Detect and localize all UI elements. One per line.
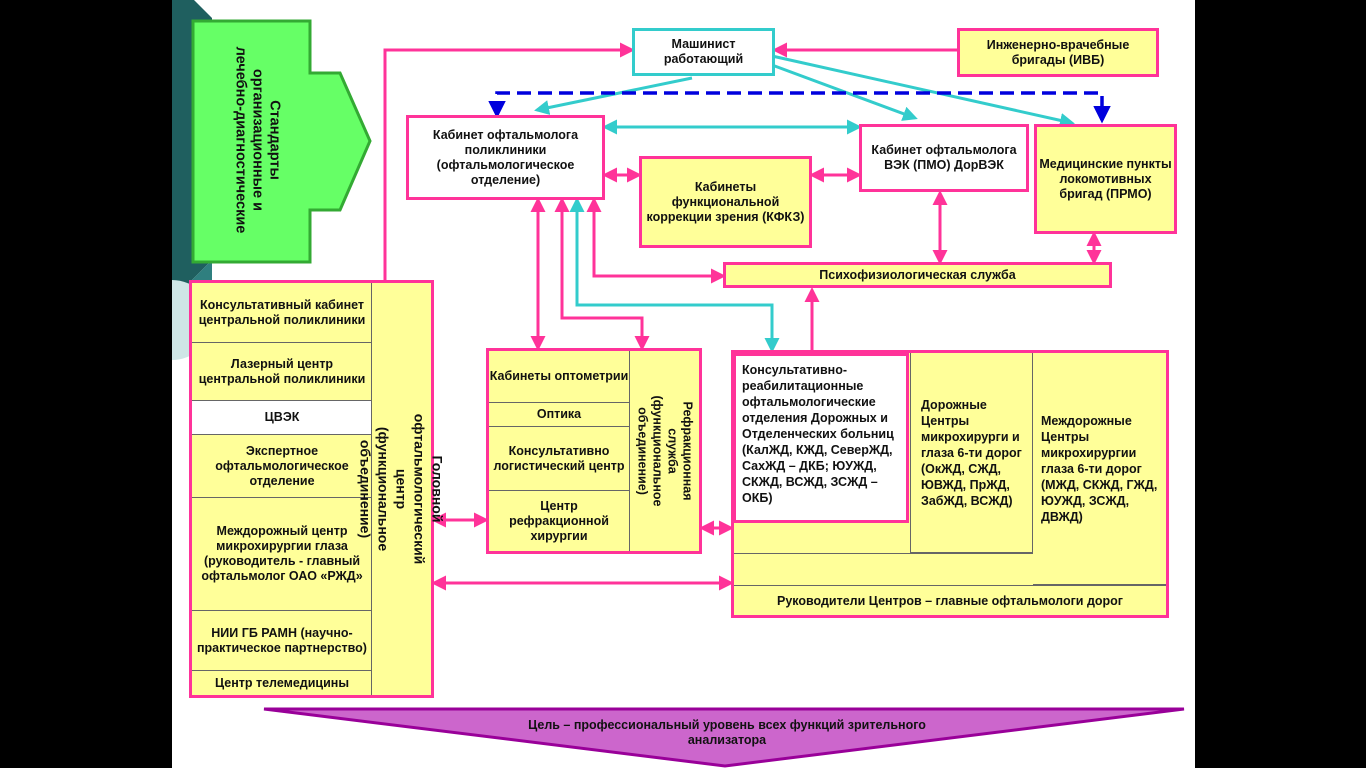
head-center-box: Консультативный кабинет центральной поли… — [189, 280, 446, 698]
vek-box: Кабинет офтальмолога ВЭК (ПМО) ДорВЭК — [859, 124, 1029, 192]
head-item-telemed: Центр телемедицины — [214, 675, 350, 690]
kfkz-box: Кабинеты функциональной коррекции зрения… — [639, 156, 812, 248]
driver-box: Машинист работающий — [632, 28, 775, 76]
head-item-laser: Лазерный центр центральной поликлиники — [192, 343, 372, 401]
head-item-expert: Экспертное офтальмологическое отделение — [192, 435, 372, 498]
standards-arrow — [191, 19, 372, 264]
rehab-consult: Консультативно-реабилитационные офтальмо… — [733, 353, 909, 523]
rehab-road: Дорожные Центры микрохирурги и глаза 6-т… — [910, 353, 1033, 553]
head-center-title: Головной офтальмологический центр (функц… — [357, 413, 446, 565]
refr-item-surgery: Центр рефракционной хирургии — [509, 498, 609, 543]
refraction-title: Рефракционная служба (функциональное объ… — [635, 395, 695, 507]
refraction-title-wrap: Рефракционная служба (функциональное объ… — [630, 351, 699, 551]
refr-item-optometry: Кабинеты оптометрии — [489, 351, 629, 403]
head-item-interroad: Междорожный центр микрохирургии глаза (р… — [192, 498, 372, 611]
psycho-box: Психофизиологическая служба — [723, 262, 1112, 288]
rehab-block: Консультативно-реабилитационные офтальмо… — [731, 350, 1169, 618]
goal-label: Цель – профессиональный уровень всех фун… — [528, 718, 926, 747]
rehab-heads: Руководители Центров – главные офтальмол… — [734, 585, 1166, 616]
head-center-title-wrap: Головной офтальмологический центр (функц… — [358, 283, 446, 695]
head-item-nii: НИИ ГБ РАМН (научно-практическое партнер… — [192, 611, 372, 671]
head-item-consult: Консультативный кабинет центральной поли… — [192, 283, 372, 343]
head-item-cvek: ЦВЭК — [192, 401, 372, 435]
ivb-box: Инженерно-врачебные бригады (ИВБ) — [957, 28, 1159, 77]
refr-item-logistic: Консультативно логистический центр — [489, 427, 629, 491]
refr-item-optics: Оптика — [489, 403, 629, 427]
goal-arrow — [263, 707, 1185, 768]
slide: Стандарты организационные и лечебно-диаг… — [172, 0, 1195, 768]
refraction-box: Кабинеты оптометрии Оптика Консультативн… — [486, 348, 702, 554]
prmo-box: Медицинские пункты локомотивных бригад (… — [1034, 124, 1177, 234]
rehab-interroad: Междорожные Центры микрохирургии глаза 6… — [1033, 353, 1166, 585]
polyclinic-box: Кабинет офтальмолога поликлиники (офталь… — [406, 115, 605, 200]
